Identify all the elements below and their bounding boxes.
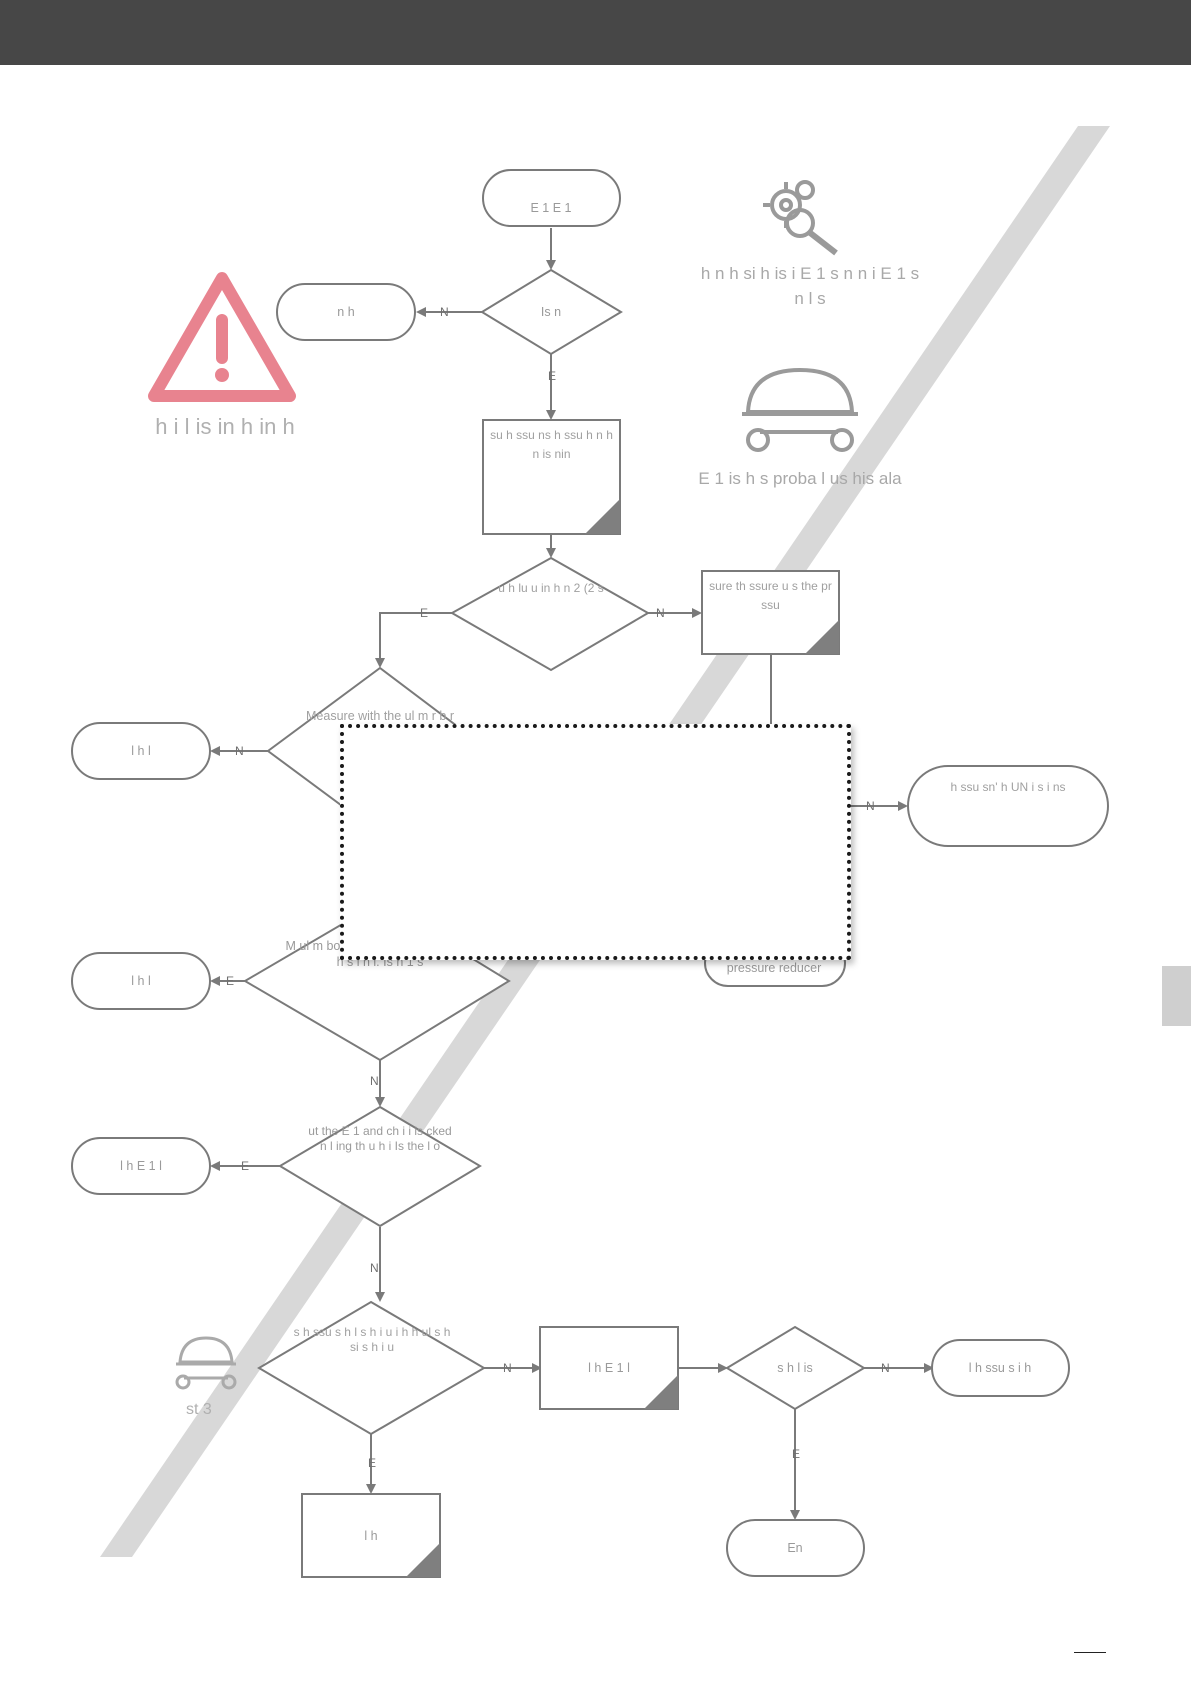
start-text: E 1 E 1 <box>531 201 572 215</box>
yes-label: E <box>792 1447 800 1461</box>
end-terminal <box>726 1519 865 1577</box>
no-label: N <box>235 744 244 758</box>
left-end1-text: n h <box>337 305 354 319</box>
top-bar <box>0 0 1191 65</box>
gears-magnifier-icon <box>763 180 838 256</box>
left-terminal-4 <box>71 1137 211 1195</box>
decision-5 <box>278 1105 482 1228</box>
helmet-note: E 1 is h s proba l us his ala <box>698 469 902 488</box>
connector <box>375 612 452 668</box>
no-label: N <box>503 1361 512 1375</box>
redaction-box <box>340 724 851 960</box>
process-3 <box>539 1326 679 1410</box>
page-number-rule <box>1074 1652 1106 1653</box>
left-terminal-3 <box>71 952 211 1010</box>
warning-note: h i l is in h in h <box>155 414 295 439</box>
helmet-wrench-small-icon <box>175 1336 237 1390</box>
no-label: N <box>656 606 665 620</box>
left-terminal-1 <box>276 283 416 341</box>
yes-label: E <box>226 974 234 988</box>
left-end4-text: l h E 1 l <box>120 1159 162 1173</box>
start-terminal <box>482 169 621 227</box>
reducer-text: pressure reducer <box>727 961 822 975</box>
no-label: N <box>881 1361 890 1375</box>
fold-mark <box>805 620 839 654</box>
left-end2-text: l h l <box>131 744 150 758</box>
right-end2-text: l h ssu s i h <box>969 1361 1032 1375</box>
process3-text: l h E 1 l <box>588 1361 630 1375</box>
process-2 <box>701 570 840 655</box>
left-terminal-2 <box>71 722 211 780</box>
warning-icon <box>148 272 296 402</box>
decision7-text: s h l is <box>777 1361 812 1375</box>
no-label: N <box>370 1261 379 1275</box>
helmet-wrench-icon <box>742 367 858 452</box>
no-label: N <box>866 799 875 813</box>
fold-mark <box>644 1375 678 1409</box>
no-label: N <box>370 1074 379 1088</box>
end-text: En <box>787 1541 802 1555</box>
yes-label: E <box>368 1456 376 1470</box>
decision-2 <box>449 556 651 672</box>
decision1-text: Is n <box>541 305 561 319</box>
process1-text: su h ssu ns h ssu h n h n is nin <box>490 428 613 461</box>
yes-label: E <box>241 1159 249 1173</box>
process-4 <box>301 1493 441 1578</box>
yes-label: E <box>548 369 556 383</box>
left-end3-text: l h l <box>131 974 150 988</box>
process2-text: sure th ssure u s the pr ssu <box>709 579 832 612</box>
decision5-text: ut the E 1 and ch i i is cked n l ing th… <box>308 1124 452 1153</box>
gear-note: h n h si h is i E 1 s n n i E 1 s n l s <box>700 264 920 308</box>
no-label: N <box>440 305 449 319</box>
decision-1 <box>480 268 623 356</box>
decision-6 <box>257 1300 486 1436</box>
side-tab[interactable] <box>1162 966 1191 1026</box>
right-end-text: h ssu sn' h UN i s i ns <box>950 780 1066 794</box>
fold-mark <box>406 1543 440 1577</box>
decision2-text: u h lu u in h n 2 (2 s <box>498 581 604 595</box>
process4-text: l h <box>364 1529 377 1543</box>
process-1 <box>482 419 621 535</box>
decision6-text: s h ssu s h l s h i u i h h ul s h si s … <box>293 1325 451 1354</box>
decision-7 <box>725 1325 866 1411</box>
step-label: st 3 <box>186 1401 212 1418</box>
yes-label: E <box>420 606 428 620</box>
fold-mark <box>585 499 620 534</box>
right-terminal-2 <box>931 1339 1070 1397</box>
right-terminal-1 <box>907 765 1109 847</box>
